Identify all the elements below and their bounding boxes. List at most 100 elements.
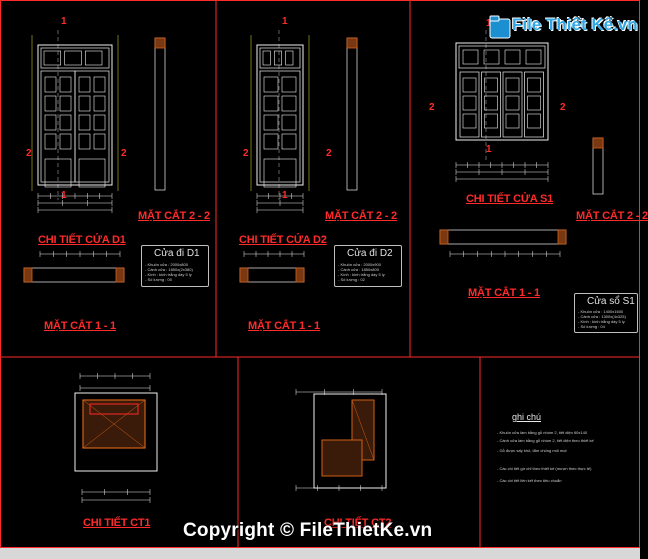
note-line: - Các chi tiết liên kết theo tiêu chuẩn [497, 478, 562, 483]
bottom-panel [263, 158, 297, 188]
ct2-outline [313, 393, 387, 489]
window-pane [462, 113, 477, 129]
notes-heading: ghi chú [512, 412, 542, 422]
glass-panel [44, 114, 57, 131]
section-marker-label: 1 [486, 144, 492, 155]
glass-panel [44, 133, 57, 150]
transom-pane [64, 50, 82, 66]
glass-panel [281, 95, 297, 112]
window-pane [484, 113, 498, 129]
door-leaf [259, 70, 301, 183]
section-marker-label: 2 [121, 148, 127, 159]
frame-hatch [346, 37, 358, 49]
title-ct2: CHI TIẾT CT2 [324, 517, 392, 529]
legend-s1-line: - Khuôn cửa : 1400x1600 [578, 309, 624, 314]
frame-hatch [439, 229, 449, 245]
copyright-watermark: Copyright © FileThietKe.vn [183, 520, 433, 541]
legend-d1-title: Cửa đi D1 [154, 248, 200, 259]
legend-s1-line: - Kính : kính trắng dày 5 ly [578, 319, 625, 324]
outer-frame [0, 0, 640, 548]
section-strip [239, 267, 305, 283]
folder-icon [489, 15, 511, 39]
ct2-base [321, 439, 363, 477]
window-pane [505, 95, 520, 111]
glass-panel [44, 76, 57, 93]
logo-text: File Thiết Kế.vn [512, 15, 638, 34]
transom-pane [483, 49, 500, 65]
status-bar [0, 548, 640, 559]
window-sash [459, 71, 480, 138]
window-pane [484, 95, 498, 111]
section-marker-label: 2 [429, 102, 435, 113]
glass-panel [263, 76, 279, 93]
section-marker-label: 1 [486, 18, 492, 29]
window-transom [458, 45, 546, 69]
glass-panel [93, 114, 106, 131]
transom-pane [285, 50, 294, 66]
legend-d1: Cửa đi D1 - Khuôn cửa : 2000x800 - Cánh … [141, 245, 209, 287]
transom-pane [525, 49, 542, 65]
section-marker-label: 1 [61, 16, 67, 27]
frame-hatch [154, 37, 166, 49]
frame-hatch [592, 137, 604, 149]
window-pane [527, 77, 541, 93]
title-ct1: CHI TIẾT CT1 [83, 517, 151, 529]
frame-hatch [115, 267, 125, 283]
legend-d2-title: Cửa đi D2 [347, 248, 393, 259]
door-d2-elevation [250, 35, 310, 191]
glass-panel [59, 133, 72, 150]
glass-panel [93, 95, 106, 112]
window-frame [455, 42, 549, 141]
window-pane [462, 95, 477, 111]
section-marker-label: 1 [61, 190, 67, 201]
note-line: - Cánh cửa làm bằng gỗ nhóm 2, tiết diện… [497, 438, 594, 443]
door-frame [256, 44, 304, 186]
transom [259, 47, 301, 69]
legend-d2-line: - Cánh cửa : 1850x800 [338, 267, 379, 272]
window-pane [527, 95, 541, 111]
section-marker-label: 2 [326, 148, 332, 159]
note-line: - Các chi tiết gờ chỉ theo thiết kế (mượ… [497, 466, 592, 471]
glass-panel [59, 95, 72, 112]
frame-hatch [239, 267, 249, 283]
frame-hatch [295, 267, 305, 283]
section-11-d1: MẶT CẮT 1 - 1 [44, 320, 116, 332]
note-line: - Khuôn cửa làm bằng gỗ nhóm 2, tiết diệ… [497, 430, 588, 435]
window-pane [484, 77, 498, 93]
legend-d2-line: - Khuôn cửa : 2000x900 [338, 262, 381, 267]
note-line: - Gỗ được sấy khô, tẩm chống mối mọt [497, 448, 567, 453]
hatch [82, 399, 146, 449]
glass-panel [59, 114, 72, 131]
legend-d2: Cửa đi D2 - Khuôn cửa : 2000x900 - Cánh … [334, 245, 402, 287]
title-door-d1: CHI TIẾT CỬA D1 [38, 234, 126, 246]
section-marker-label: 1 [282, 190, 288, 201]
section-11-s1: MẶT CẮT 1 - 1 [468, 287, 540, 299]
legend-s1: Cửa sổ S1 - Khuôn cửa : 1400x1600 - Cánh… [574, 293, 638, 333]
section-22-d1: MẶT CẮT 2 - 2 [138, 210, 210, 222]
section-marker-label: 2 [243, 148, 249, 159]
door-d1-elevation [31, 35, 119, 191]
legend-d1-line: - Số lượng : 05 [145, 277, 172, 282]
glass-panel [93, 133, 106, 150]
vertical-section [154, 37, 166, 191]
window-pane [527, 113, 541, 129]
glass-panel [281, 133, 297, 150]
bottom-panel [78, 158, 106, 188]
window-pane [505, 77, 520, 93]
legend-d1-line: - Kính : kính trắng dày 5 ly [145, 272, 192, 277]
legend-d1-line: - Khuôn cửa : 2000x800 [145, 262, 188, 267]
glass-panel [78, 76, 91, 93]
legend-s1-title: Cửa sổ S1 [587, 296, 635, 307]
hatch [351, 399, 375, 461]
door-frame [37, 44, 113, 186]
window-pane [505, 113, 520, 129]
glass-panel [78, 114, 91, 131]
legend-d2-line: - Số lượng : 02 [338, 277, 365, 282]
window-sash [502, 71, 523, 138]
drawing-frames [0, 0, 640, 548]
glass-panel [78, 133, 91, 150]
glass-panel [281, 76, 297, 93]
glass-panel [263, 133, 279, 150]
section-marker-label: 2 [560, 102, 566, 113]
